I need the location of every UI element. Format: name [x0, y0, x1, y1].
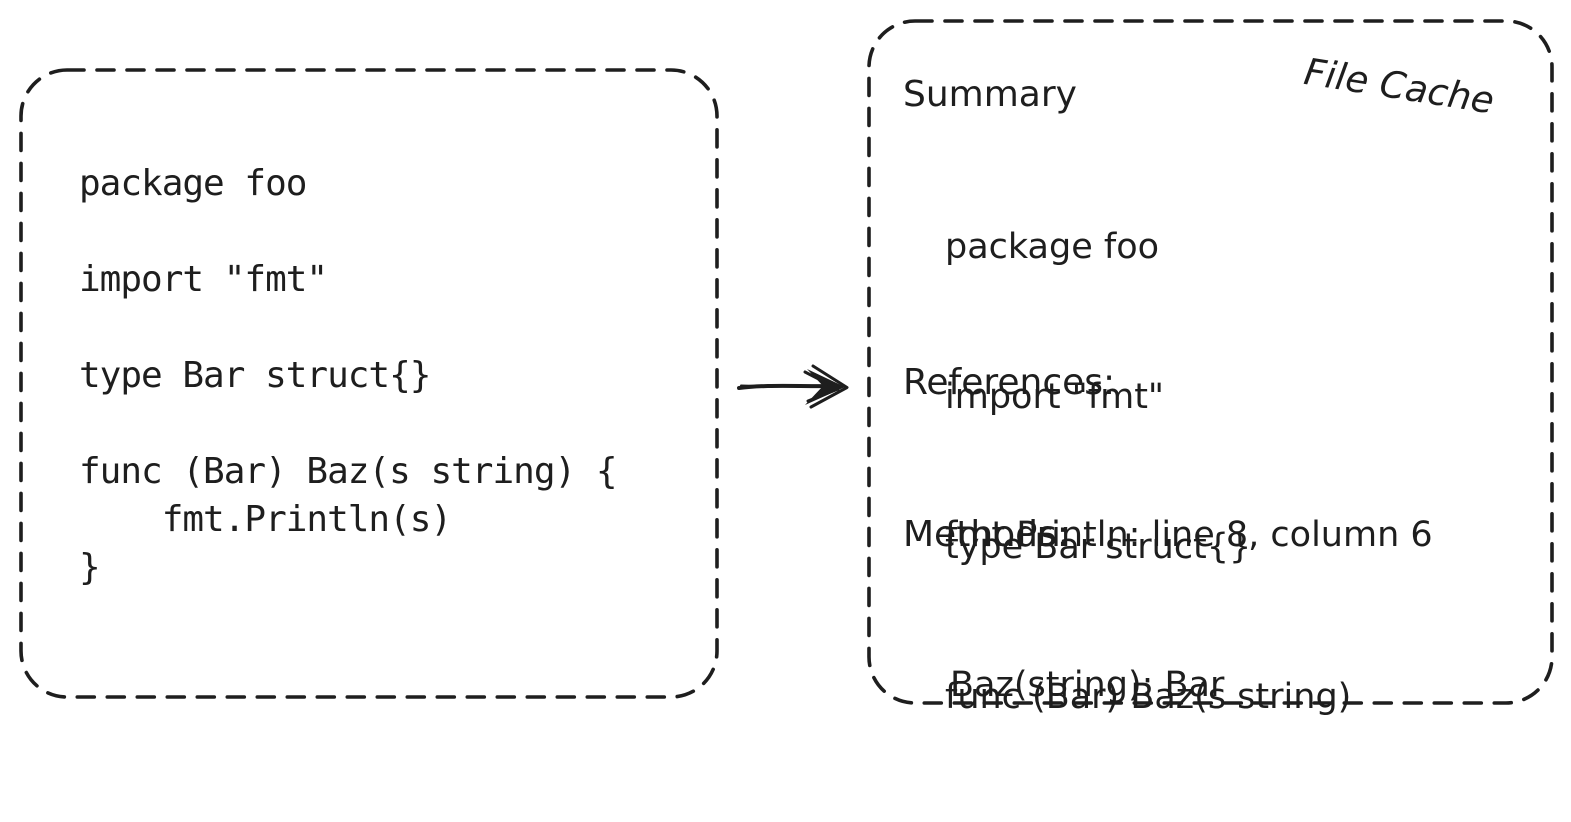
method-item: Baz(string): Bar: [950, 665, 1225, 705]
summary-item: type Bar struct{}: [945, 527, 1252, 567]
diagram-canvas: [19, 19, 1554, 705]
methods-section-header: Methods:: [903, 514, 1069, 555]
summary-item: func (Bar) Baz(s string): [945, 677, 1352, 717]
methods-item-list: Baz(string): Bar: [950, 560, 1224, 810]
summary-item: import "fmt": [945, 377, 1165, 417]
summary-section-header: Summary: [903, 74, 1077, 115]
summary-item: package foo: [945, 227, 1160, 267]
references-item-list: fmt.Println: line 8, column 6: [945, 410, 1433, 660]
source-code-box-border: [19, 68, 719, 699]
go-source-code: package foo import "fmt" type Bar struct…: [79, 163, 618, 588]
references-section-header: References:: [903, 362, 1116, 403]
reference-item: fmt.Println: line 8, column 6: [945, 515, 1433, 555]
right-arrow-icon: [737, 364, 849, 409]
summary-item-list: package foo import "fmt" type Bar struct…: [945, 122, 1351, 822]
file-cache-box-border: [867, 19, 1554, 705]
